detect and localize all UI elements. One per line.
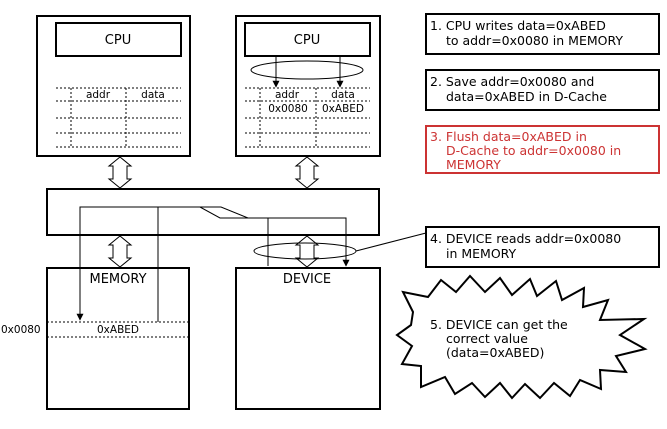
left-dcache-table: addr data [56,87,181,148]
step-5-line-2: correct value [446,331,528,346]
left-cpu-title: CPU [105,33,131,48]
right-cache-header-data: data [331,89,355,101]
right-cpu-box: CPU addr data 0x0080 0xABED [235,15,381,157]
step-1-line-2: to addr=0x0080 in MEMORY [446,33,623,48]
memory-box: MEMORY 0xABED [46,267,190,410]
right-cpu-bus-arrow [294,156,320,189]
step-2-box: 2. Save addr=0x0080 and data=0xABED in D… [425,69,660,111]
step-4-line-1: 4. DEVICE reads addr=0x0080 [430,231,621,246]
step-5-burst: 5. DEVICE can get the correct value (dat… [395,274,648,400]
memory-cell-value: 0xABED [97,324,139,336]
step-1-box: 1. CPU writes data=0xABED to addr=0x0080… [425,13,660,55]
left-cpu-box: CPU addr data [36,15,191,157]
device-box: DEVICE [235,267,381,410]
step-3-line-1: 3. Flush data=0xABED in [430,129,587,144]
bus-to-memory-path [76,206,269,321]
step-5-line-3: (data=0xABED) [446,345,544,360]
right-cache-row-addr: 0x0080 [268,103,308,115]
left-cache-header-addr: addr [86,89,111,101]
right-cache-row-data: 0xABED [322,103,364,115]
right-cpu-core [244,22,371,57]
step-3-line-2: D-Cache to addr=0x0080 in [446,143,621,158]
step-2-line-2: data=0xABED in D-Cache [446,89,607,104]
right-cpu-title: CPU [294,33,320,48]
step-2-line-1: 2. Save addr=0x0080 and [430,74,594,89]
left-cpu-core [55,22,182,57]
device-title: DEVICE [283,272,331,287]
device-bus-arrow [294,235,320,268]
cpu-cache-write-ellipse [250,60,364,80]
right-dcache-table: addr data 0x0080 0xABED [245,87,370,148]
system-bus [46,188,380,236]
right-cache-header-addr: addr [275,89,300,101]
left-cpu-bus-arrow [107,156,133,189]
step-3-box: 3. Flush data=0xABED in D-Cache to addr=… [425,125,660,174]
step-3-line-3: MEMORY [446,157,501,172]
memory-title: MEMORY [89,272,146,287]
memory-bus-arrow [107,235,133,268]
left-cache-header-data: data [141,89,165,101]
memory-address-label: 0x0080 [1,324,41,336]
step-5-line-1: 5. DEVICE can get the [430,317,568,332]
step-4-box: 4. DEVICE reads addr=0x0080 in MEMORY [425,226,660,268]
memory-to-device-path [157,206,350,322]
step-5-burst-outline [395,274,648,400]
step-1-line-1: 1. CPU writes data=0xABED [430,18,606,33]
step-4-line-2: in MEMORY [446,246,517,261]
device-read-ellipse [253,242,357,260]
step-4-callout-line [355,232,427,252]
